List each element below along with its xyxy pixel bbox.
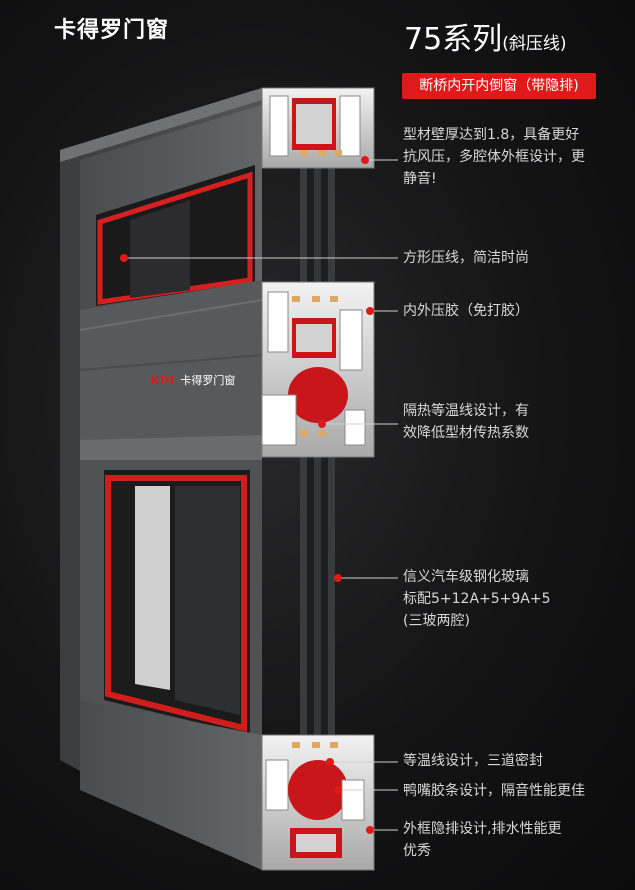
series-sub: (斜压线)	[502, 34, 567, 54]
callout-duck-gasket: 鸭嘴胶条设计，隔音性能更佳	[403, 783, 585, 799]
section-bottom	[261, 734, 375, 871]
callout-square-bead: 方形压线，简洁时尚	[403, 250, 529, 266]
callout-hidden-drain: 外框隐排设计,排水性能更 优秀	[403, 821, 562, 859]
callout-inner-outer-gasket: 内外压胶（免打胶）	[403, 303, 529, 319]
frame-logo-mark: KDL	[150, 374, 177, 387]
callout-triple-seal: 等温线设计，三道密封	[403, 753, 543, 769]
section-middle	[261, 281, 375, 458]
product-type-badge: 断桥内开内倒窗（带隐排)	[402, 73, 596, 99]
frame-logo: KDL 卡得罗门窗	[150, 372, 235, 388]
series-main: 75系列	[404, 22, 503, 57]
section-top	[261, 87, 375, 169]
series-title: 75系列(斜压线)	[404, 14, 566, 58]
outer-frame	[60, 88, 263, 870]
callout-profile-wall: 型材壁厚达到1.8，具备更好 抗风压，多腔体外框设计，更 静音!	[403, 127, 585, 187]
brand-title: 卡得罗门窗	[54, 18, 170, 43]
callout-thermal-isotherm: 隔热等温线设计，有 效降低型材传热系数	[403, 403, 529, 441]
callout-glass: 信义汽车级钢化玻璃 标配5+12A+5+9A+5 (三玻两腔)	[403, 569, 551, 629]
frame-logo-text: 卡得罗门窗	[180, 374, 236, 387]
leader-lines	[125, 159, 398, 831]
callout-dots	[120, 156, 374, 834]
